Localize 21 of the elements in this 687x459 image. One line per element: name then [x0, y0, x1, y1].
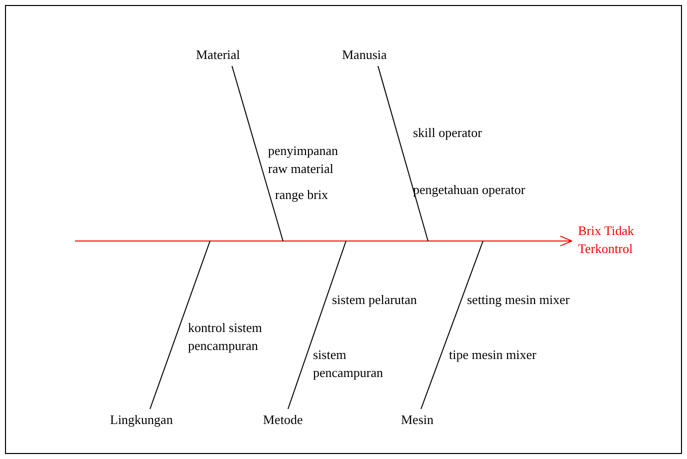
category-label: Mesin	[401, 411, 441, 429]
cause-label: range brix	[275, 186, 330, 204]
category-label: Material	[196, 46, 256, 64]
cause-label: setting mesin mixer	[467, 291, 571, 309]
cause-label: tipe mesin mixer	[449, 346, 538, 364]
cause-label: sistem pencampuran	[313, 346, 384, 382]
category-label: Manusia	[342, 46, 402, 64]
cause-label: penyimpanan raw material	[268, 142, 340, 178]
cause-label: kontrol sistem pencampuran	[188, 319, 264, 355]
cause-label: pengetahuan operator	[413, 181, 526, 199]
effect-label: Brix Tidak Terkontrol	[578, 222, 658, 258]
bone-line	[150, 240, 210, 410]
bone-line	[288, 240, 346, 410]
bone-line	[378, 66, 428, 242]
spine-arrow	[74, 236, 572, 246]
bone-line	[232, 66, 284, 242]
bone-line	[420, 240, 484, 410]
cause-label: sistem pelarutan	[332, 291, 418, 309]
category-label: Lingkungan	[110, 411, 190, 429]
category-label: Metode	[263, 411, 313, 429]
cause-label: skill operator	[413, 124, 483, 142]
